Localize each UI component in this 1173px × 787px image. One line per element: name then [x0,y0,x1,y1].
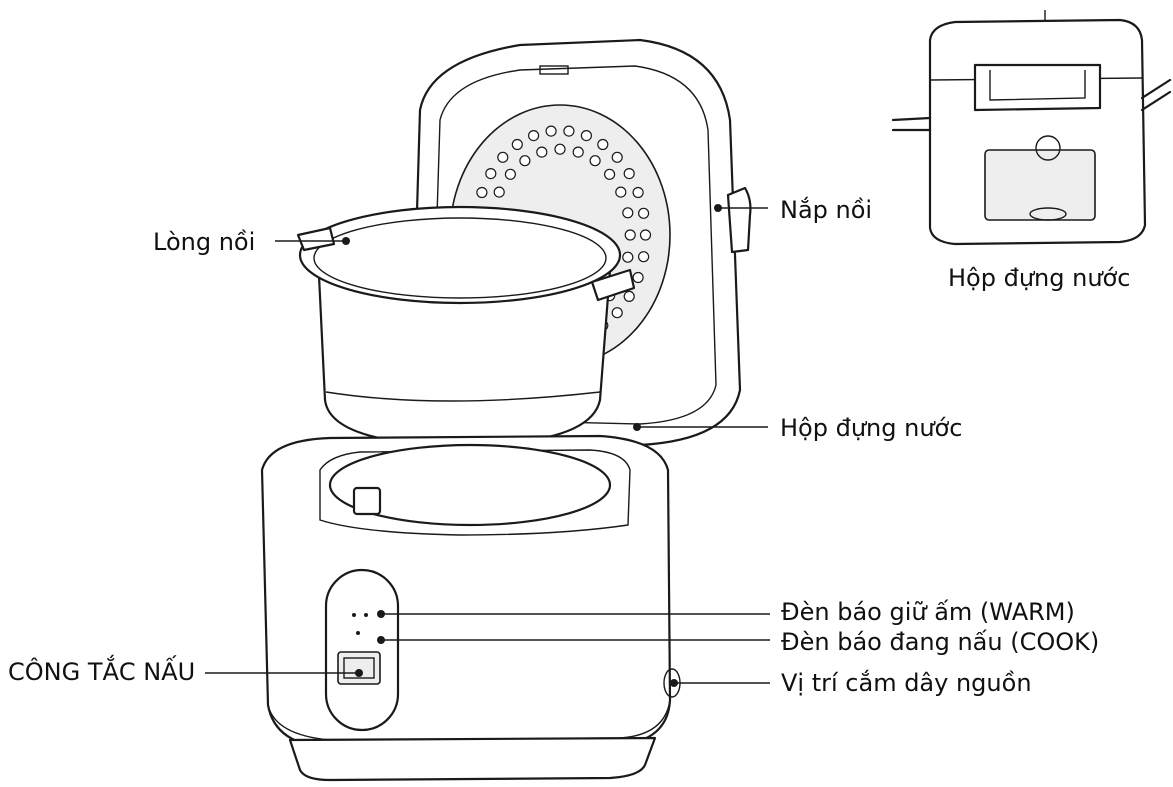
steam-hole [519,155,531,167]
steam-hole [504,168,516,180]
label-water-box: Hộp đựng nước [780,414,963,442]
leader-dot-cook [377,636,385,644]
leader-lines [205,204,770,687]
steam-hole [572,146,584,158]
label-cook-switch: CÔNG TẮC NẤU [8,658,196,686]
steam-hole [511,138,523,151]
steam-hole [597,138,609,151]
steam-hole [589,155,601,167]
steam-hole [554,143,566,155]
steam-hole [615,186,627,198]
leader-dot-socket [670,679,678,687]
steam-hole [497,151,509,163]
leader-dot-inner-pot [342,237,350,245]
steam-hole [611,307,623,319]
label-inner-pot: Lòng nồi [153,228,256,256]
label-cook-light: Đèn báo đang nấu (COOK) [781,628,1100,656]
steam-hole [623,290,635,302]
leader-dot-lid [714,204,722,212]
steam-hole [632,186,644,199]
leader-dot-water-box [633,423,641,431]
leader-dot-switch [355,669,363,677]
steam-hole [485,168,497,180]
steam-hole [611,151,623,163]
steam-hole [603,168,616,180]
steam-hole [639,229,652,241]
steam-hole [632,271,644,284]
steam-hole [637,207,650,219]
water-box-inset-drawing [891,10,1172,246]
steam-hole [545,125,557,137]
steam-hole [476,186,488,199]
steam-hole [624,229,636,241]
steam-hole [536,146,548,158]
label-lid: Nắp nồi [780,196,873,224]
label-power-socket: Vị trí cắm dây nguồn [781,669,1032,697]
inner-pot-drawing [296,205,636,447]
label-warm-light: Đèn báo giữ ấm (WARM) [781,598,1075,626]
steam-hole [622,207,634,219]
leader-dot-warm [377,610,385,618]
steam-hole [637,251,650,263]
steam-hole [580,130,593,142]
steam-hole [623,168,635,180]
steam-hole [493,186,505,198]
steam-hole [527,130,540,142]
label-water-box-inset: Hộp đựng nước [948,264,1131,292]
steam-hole [622,251,634,263]
steam-hole [563,125,575,137]
cooker-body-drawing [260,434,681,782]
